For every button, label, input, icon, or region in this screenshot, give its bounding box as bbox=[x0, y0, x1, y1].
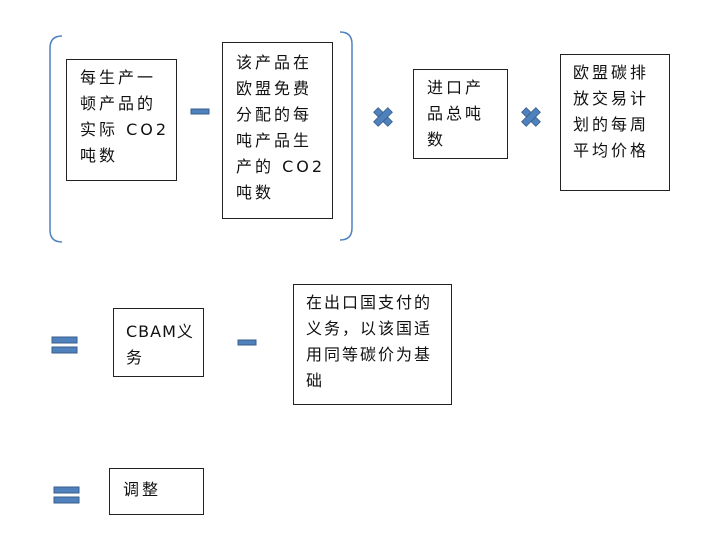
adjustment-box: 调整 bbox=[109, 468, 204, 515]
import-tonnage-box: 进口产品总吨数 bbox=[413, 69, 508, 159]
export-country-paid-box: 在出口国支付的义务，以该国适用同等碳价为基础 bbox=[293, 284, 452, 405]
import-tonnage-text: 进口产品总吨数 bbox=[427, 78, 485, 149]
eu-ets-price-text: 欧盟碳排放交易计划的每周平均价格 bbox=[573, 63, 650, 160]
minus-icon bbox=[237, 339, 257, 346]
cbam-obligation-text: CBAM义务 bbox=[126, 322, 194, 367]
export-country-paid-text: 在出口国支付的义务，以该国适用同等碳价为基础 bbox=[306, 293, 433, 390]
equals-icon bbox=[53, 486, 80, 504]
eu-ets-price-box: 欧盟碳排放交易计划的每周平均价格 bbox=[560, 54, 670, 191]
multiply-icon bbox=[373, 107, 393, 127]
left-bracket bbox=[49, 35, 63, 243]
equals-icon bbox=[51, 336, 78, 354]
adjustment-text: 调整 bbox=[123, 480, 162, 499]
minus-icon bbox=[190, 108, 210, 115]
free-allocation-box: 该产品在欧盟免费分配的每吨产品生产的 CO2吨数 bbox=[222, 42, 333, 219]
free-allocation-text: 该产品在欧盟免费分配的每吨产品生产的 CO2吨数 bbox=[236, 53, 326, 202]
actual-emissions-text: 每生产一顿产品的实际 CO2吨数 bbox=[80, 68, 170, 165]
right-bracket bbox=[339, 31, 353, 241]
multiply-icon bbox=[521, 107, 541, 127]
cbam-obligation-box: CBAM义务 bbox=[113, 308, 204, 377]
actual-emissions-box: 每生产一顿产品的实际 CO2吨数 bbox=[66, 59, 177, 181]
